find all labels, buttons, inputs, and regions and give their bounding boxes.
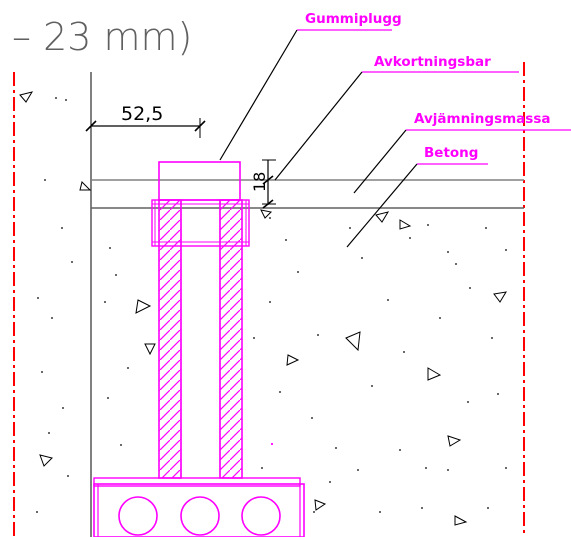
tube-1	[118, 496, 158, 536]
tube-2	[180, 496, 220, 536]
leader-gummiplugg: Gummiplugg	[219, 11, 402, 161]
dimension-horizontal: 52,5	[85, 103, 206, 138]
dimension-vertical: 18	[250, 159, 276, 209]
leader-avjamningsmassa: Avjämningsmassa	[353, 111, 571, 194]
dimension-horizontal-value: 52,5	[121, 103, 163, 125]
tube-3	[241, 496, 281, 536]
dimension-vertical-value: 18	[250, 172, 269, 192]
base-plate	[93, 477, 301, 487]
base-block	[93, 483, 305, 537]
concrete-dots	[36, 97, 507, 513]
title-fragment: – 23 mm)	[12, 15, 192, 59]
leader-avkortningsbar: Avkortningsbar	[274, 54, 519, 181]
leader-betong-label: Betong	[424, 145, 478, 161]
leader-betong: Betong	[346, 145, 488, 248]
magenta-point	[270, 442, 274, 446]
leader-avkortningsbar-label: Avkortningsbar	[374, 54, 491, 70]
bar-collar	[151, 199, 250, 247]
concrete-aggregate	[19, 91, 507, 526]
leader-gummiplugg-label: Gummiplugg	[305, 11, 402, 27]
rubber-plug	[158, 161, 241, 201]
leader-avjamningsmassa-label: Avjämningsmassa	[414, 111, 550, 127]
